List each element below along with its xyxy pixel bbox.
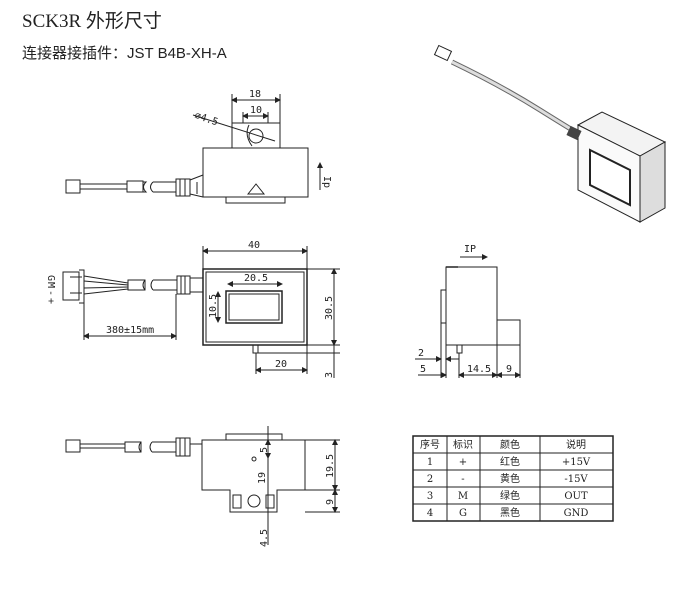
dim-9: 9: [506, 364, 512, 375]
dim-40: 40: [248, 240, 260, 251]
sensor-body: [202, 147, 309, 198]
aperture-window: [225, 290, 283, 324]
connector-plug: [65, 179, 81, 194]
header-mark: 标识: [453, 439, 473, 451]
pin-table: 序号 标识 颜色 说明 1 + 红色 +15V 2 - 黄色 -15V 3 M …: [412, 435, 614, 522]
svg-text:4: 4: [427, 508, 433, 519]
dim-19: 19: [257, 472, 268, 484]
dim-hole: ⌀4.5: [193, 110, 219, 128]
header-color: 颜色: [500, 438, 520, 451]
mounting-hole: [248, 128, 264, 144]
dim-4-5: 4.5: [259, 529, 270, 547]
svg-text:OUT: OUT: [564, 491, 588, 502]
svg-text:GND: GND: [564, 508, 589, 519]
page-title: SCK3R 外形尺寸: [22, 11, 162, 32]
svg-text:1: 1: [427, 457, 433, 468]
svg-text:M: M: [458, 491, 468, 502]
table-row: 3 M 绿色 OUT: [427, 489, 588, 502]
dim-20: 20: [275, 359, 287, 370]
svg-text:-15V: -15V: [564, 474, 588, 485]
connector-spec: 连接器接插件：JST B4B-XH-A: [22, 45, 227, 62]
pin-label-m: M: [45, 282, 56, 288]
pin-label-minus: -: [45, 290, 56, 296]
dim-10: 10: [250, 105, 262, 116]
sensor-body: [201, 439, 306, 513]
svg-text:-: -: [461, 474, 464, 485]
header-index: 序号: [420, 438, 440, 451]
dim-19-5: 19.5: [325, 454, 336, 478]
sensor-body-side: [445, 266, 498, 346]
side-view: IP 2 5 14.5 9: [415, 244, 521, 378]
dim-cable-length: 380±15mm: [106, 325, 154, 336]
svg-text:绿色: 绿色: [500, 489, 520, 502]
current-direction-label: IP: [464, 244, 476, 255]
pin-label-plus: +: [45, 298, 56, 304]
dim-2: 2: [418, 348, 424, 359]
table-row: 1 + 红色 +15V: [427, 455, 591, 468]
current-direction-label: Ip: [321, 176, 332, 188]
dim-20-5: 20.5: [244, 273, 268, 284]
svg-text:+15V: +15V: [562, 457, 591, 468]
dim-30-5: 30.5: [324, 296, 335, 320]
header-desc: 说明: [566, 438, 586, 451]
pin-label-g: G: [45, 275, 56, 281]
svg-text:2: 2: [427, 474, 433, 485]
isometric-view: [433, 44, 667, 223]
svg-text:+: +: [459, 457, 467, 468]
table-row: 2 - 黄色 -15V: [427, 472, 589, 485]
top-view: 18 10 ⌀4.5 Ip: [65, 89, 332, 204]
pin: [252, 344, 259, 354]
svg-text:G: G: [459, 508, 467, 519]
svg-text:黑色: 黑色: [500, 506, 520, 519]
mounting-tab: [231, 122, 281, 149]
dim-9-base: 9: [325, 499, 336, 505]
dim-14-5: 14.5: [467, 364, 491, 375]
dim-5: 5: [420, 364, 426, 375]
bottom-view: 5 19 4.5 19.5 9: [65, 426, 340, 547]
dim-18: 18: [249, 89, 261, 100]
front-view: 40 20.5 10.5 30.5 3 20 G M - + 380±15mm: [45, 240, 340, 378]
dim-10-5: 10.5: [208, 294, 219, 318]
dim-3: 3: [324, 372, 335, 378]
svg-text:3: 3: [427, 491, 433, 502]
svg-text:黄色: 黄色: [500, 472, 520, 485]
svg-text:红色: 红色: [500, 455, 520, 468]
table-row: 4 G 黑色 GND: [427, 506, 589, 519]
dim-5-hole: 5: [259, 447, 270, 453]
connector-housing: [62, 271, 80, 301]
